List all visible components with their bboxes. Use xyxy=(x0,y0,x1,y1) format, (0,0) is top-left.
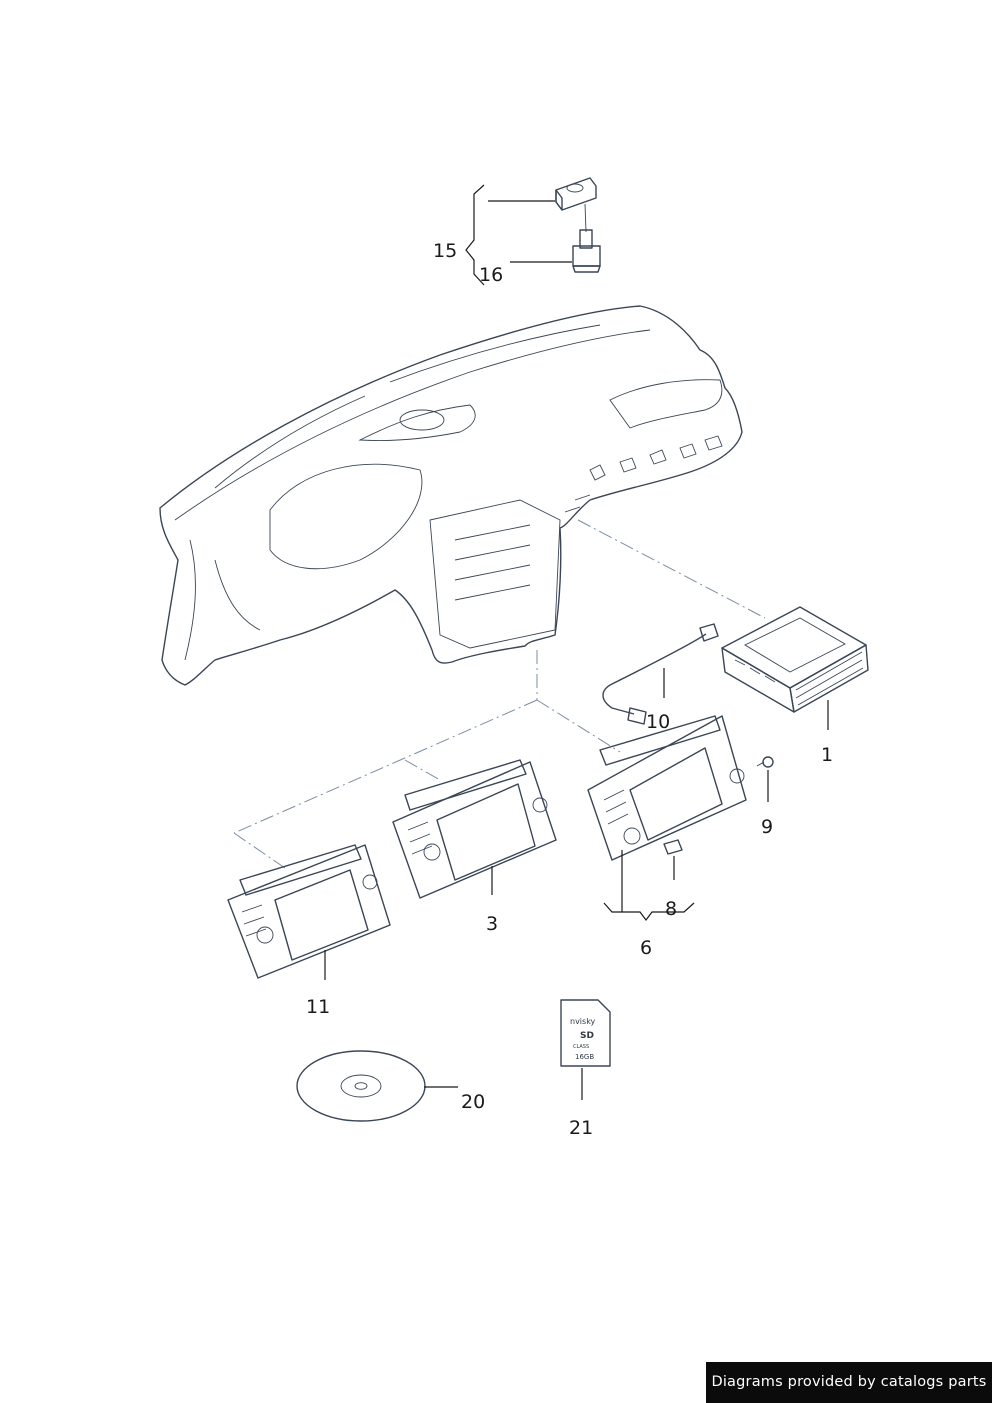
callout-6: 6 xyxy=(640,937,652,959)
display-unit-6 xyxy=(587,715,747,861)
callout-21: 21 xyxy=(569,1117,593,1139)
callout-8: 8 xyxy=(665,898,677,920)
sd-card-brand: nvisky xyxy=(570,1017,596,1026)
callout-9: 9 xyxy=(761,816,773,838)
callout-20: 20 xyxy=(461,1091,485,1113)
footer-banner: Diagrams provided by catalogs parts xyxy=(706,1362,992,1403)
callout-1: 1 xyxy=(821,744,833,766)
callout-10: 10 xyxy=(646,711,670,733)
clip-part xyxy=(663,839,683,855)
sd-card-logo: SD xyxy=(580,1031,594,1041)
callout-16: 16 xyxy=(479,264,503,286)
callout-labels: 15 16 1 10 9 8 6 3 11 20 21 xyxy=(306,240,833,1139)
leader-lines xyxy=(324,184,829,1100)
sd-card-capacity: 16GB xyxy=(575,1053,594,1061)
dashboard-panel xyxy=(159,305,743,686)
callout-15: 15 xyxy=(433,240,457,262)
screw-part xyxy=(756,756,774,768)
callout-3: 3 xyxy=(486,913,498,935)
disc-part xyxy=(296,1050,426,1122)
sd-card-part: nvisky SD CLASS 16GB xyxy=(560,999,611,1067)
sd-card-class: CLASS xyxy=(573,1044,589,1050)
antenna-cable xyxy=(602,623,719,725)
display-unit-3 xyxy=(392,759,557,899)
radio-unit xyxy=(721,606,869,713)
callout-11: 11 xyxy=(306,996,330,1018)
assembly-lines xyxy=(233,519,766,869)
antenna-module xyxy=(555,177,601,273)
display-unit-11 xyxy=(227,844,391,979)
